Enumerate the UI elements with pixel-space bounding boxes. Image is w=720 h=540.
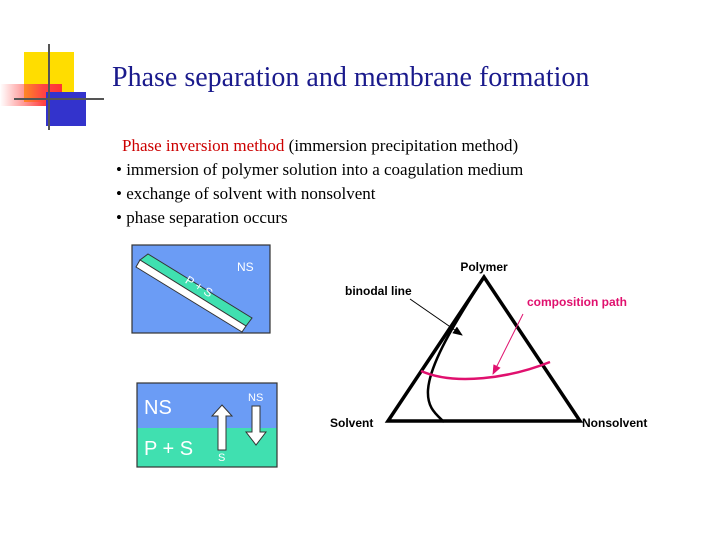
up-arrow-icon [210,404,234,451]
exchange-frame [136,382,278,468]
ns-label: NS [237,260,254,274]
ns-layer-label: NS [144,397,172,419]
composition-path-label: composition path [527,295,627,309]
bullet-item: • immersion of polymer solution into a c… [116,160,524,179]
exchange-diagram: NS P + S NS S [136,382,278,468]
down-arrow-icon [244,405,268,446]
bullet-item: • phase separation occurs [116,208,288,227]
binodal-label: binodal line [345,284,412,298]
arrow-ns-label: NS [248,392,263,404]
bullet-item: • exchange of solvent with nonsolvent [116,184,376,203]
method-name: Phase inversion method [122,136,285,155]
deco-horizontal-line [14,98,104,100]
arrow-s-label: S [218,452,225,464]
method-line: Phase inversion method (immersion precip… [116,134,523,158]
composition-path-curve [420,360,551,381]
binodal-pointer [409,298,463,336]
page-title: Phase separation and membrane formation [112,62,590,93]
film-substrate [135,259,247,333]
immersion-diagram: NS P + S [131,244,271,334]
polymer-label: Polymer [460,260,508,274]
method-detail: (immersion precipitation method) [284,136,519,155]
binodal-curve [426,276,486,423]
ternary-diagram: Polymer Solvent Nonsolvent binodal line … [330,260,647,430]
ps-layer-label: P + S [144,438,193,460]
path-pointer [492,313,524,375]
deco-blue-square [46,92,86,126]
bullet-list: Phase inversion method (immersion precip… [116,134,523,230]
deco-vertical-line [48,44,50,130]
nonsolvent-label: Nonsolvent [582,416,647,430]
solvent-label: Solvent [330,416,373,430]
ternary-triangle [384,273,584,423]
